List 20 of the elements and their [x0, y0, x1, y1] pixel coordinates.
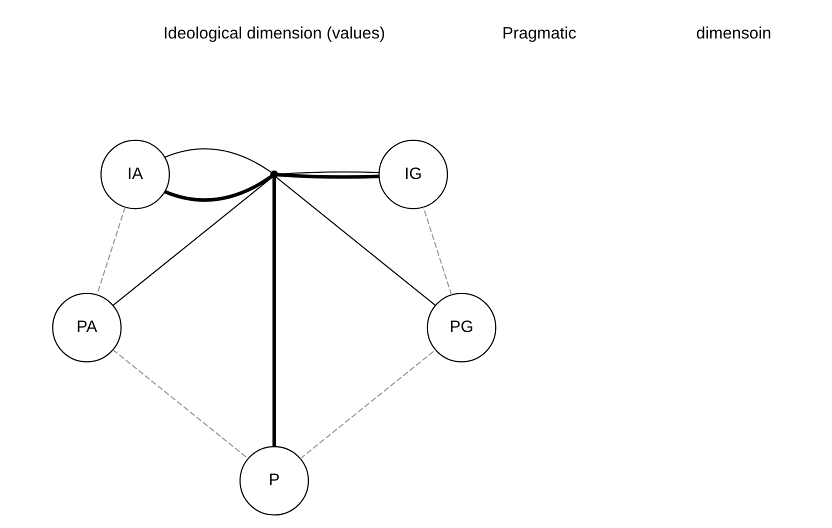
node-circle: PA [52, 292, 122, 362]
node-circle: IG [378, 140, 448, 210]
label: dimensoin [696, 24, 771, 43]
node-point [270, 170, 278, 178]
connector [277, 172, 378, 179]
node-circle: IA [100, 140, 170, 210]
connector [275, 176, 436, 306]
label: Pragmatic [502, 24, 576, 43]
connector [299, 349, 436, 460]
connector [96, 207, 126, 296]
node-circle: PG [426, 292, 496, 362]
node-circle: P [238, 446, 308, 516]
connector [164, 148, 272, 173]
connector [278, 171, 378, 175]
connector [164, 175, 272, 202]
connector [112, 349, 248, 460]
connector [112, 176, 272, 306]
connector [422, 207, 452, 296]
label: Ideological dimension (values) [162, 24, 385, 43]
connector [272, 178, 276, 446]
